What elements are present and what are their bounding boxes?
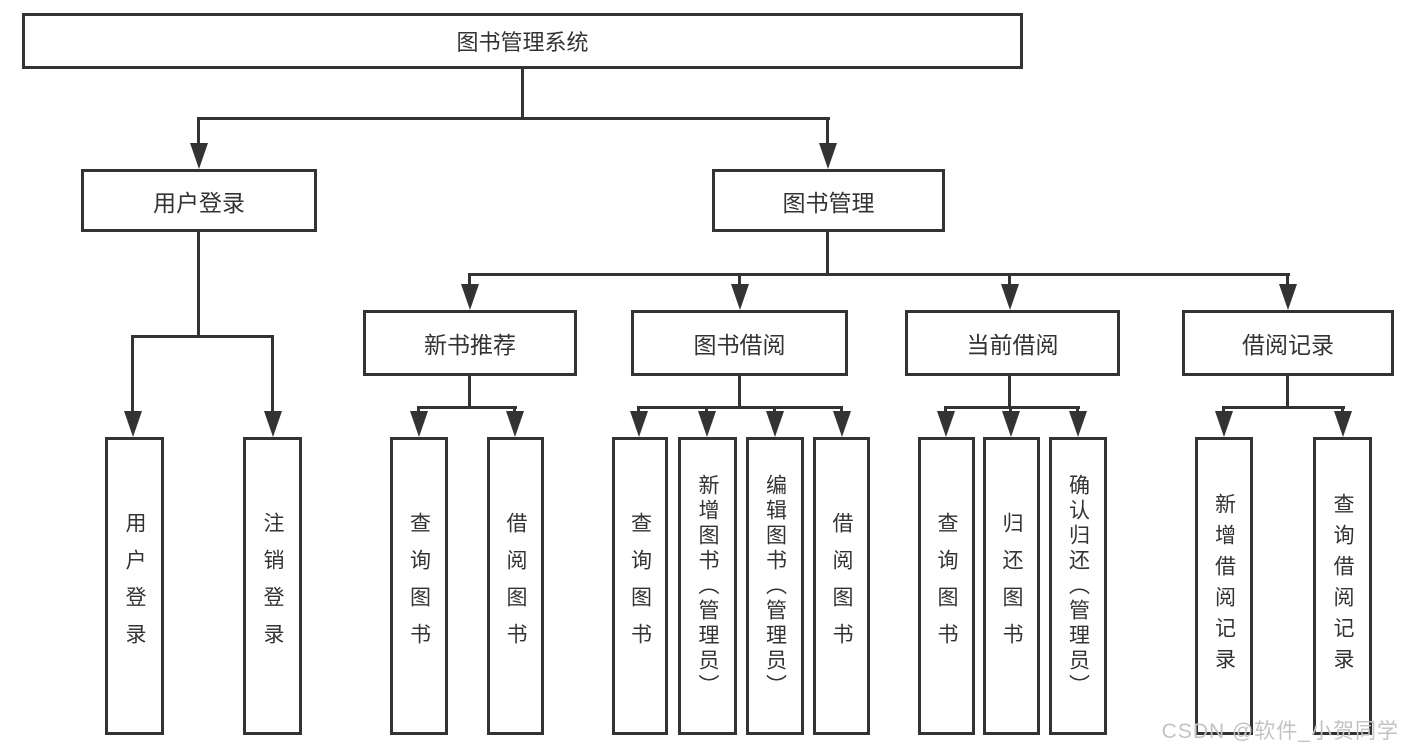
leaf-label: 借阅图书: [830, 512, 853, 660]
node-user-login: 用户登录: [81, 169, 317, 232]
connector-line: [1286, 273, 1289, 289]
arrow-down-icon: [833, 411, 851, 437]
node-borrow-records: 借阅记录: [1182, 310, 1394, 376]
node-leaf-user-login: 用户登录: [105, 437, 164, 735]
node-root: 图书管理系统: [22, 13, 1023, 69]
connector-line: [1008, 273, 1011, 289]
connector-line: [417, 406, 517, 409]
arrow-down-icon: [1002, 411, 1020, 437]
leaf-label: 查询图书: [628, 512, 652, 660]
arrow-down-icon: [630, 411, 648, 437]
node-leaf-logout-login: 注销登录: [243, 437, 302, 735]
arrow-down-icon: [264, 411, 282, 437]
arrow-down-icon: [1069, 411, 1087, 437]
leaf-label: 编辑图书（管理员）: [763, 473, 787, 699]
leaf-label: 确认归还（管理员）: [1066, 473, 1090, 699]
leaf-label: 用户登录: [123, 512, 146, 660]
connector-line: [1222, 406, 1345, 409]
connector-line: [637, 406, 843, 409]
connector-line: [197, 117, 830, 120]
node-new-book-recommend: 新书推荐: [363, 310, 577, 376]
arrow-down-icon: [766, 411, 784, 437]
connector-line: [738, 273, 741, 289]
connector-line: [826, 232, 829, 275]
node-leaf-edit-book-admin: 编辑图书（管理员）: [746, 437, 804, 735]
connector-line: [468, 376, 471, 409]
arrow-down-icon: [1334, 411, 1352, 437]
leaf-label: 查询借阅记录: [1331, 493, 1354, 679]
connector-line: [197, 117, 200, 147]
connector-line: [521, 69, 524, 119]
csdn-watermark: CSDN @软件_小贺同学: [1161, 720, 1399, 743]
node-leaf-query-borrow-record: 查询借阅记录: [1313, 437, 1372, 735]
arrow-down-icon: [506, 411, 524, 437]
leaf-label: 新增借阅记录: [1212, 493, 1236, 679]
node-leaf-borrow-book-recommend: 借阅图书: [487, 437, 544, 735]
connector-line: [1286, 376, 1289, 409]
leaf-label: 注销登录: [261, 512, 284, 660]
connector-line: [468, 273, 471, 289]
leaf-label: 借阅图书: [504, 512, 527, 660]
arrow-down-icon: [731, 284, 749, 310]
arrow-down-icon: [1001, 284, 1019, 310]
arrow-down-icon: [124, 411, 142, 437]
connector-line: [944, 406, 1080, 409]
connector-line: [468, 273, 1290, 276]
connector-line: [197, 232, 200, 338]
leaf-label: 归还图书: [1000, 512, 1023, 660]
node-leaf-confirm-return-admin: 确认归还（管理员）: [1049, 437, 1107, 735]
leaf-label: 查询图书: [407, 512, 431, 660]
connector-line: [1008, 376, 1011, 409]
arrow-down-icon: [1215, 411, 1233, 437]
node-current-borrowing: 当前借阅: [905, 310, 1120, 376]
arrow-down-icon: [1279, 284, 1297, 310]
node-leaf-query-book-current: 查询图书: [918, 437, 975, 735]
connector-line: [131, 335, 274, 338]
leaf-label: 查询图书: [935, 512, 958, 660]
leaf-label: 新增图书（管理员）: [696, 473, 719, 699]
arrow-down-icon: [698, 411, 716, 437]
arrow-down-icon: [937, 411, 955, 437]
connector-line: [738, 376, 741, 409]
node-leaf-add-book-admin: 新增图书（管理员）: [678, 437, 737, 735]
node-leaf-query-book-borrowing: 查询图书: [612, 437, 668, 735]
node-book-borrowing: 图书借阅: [631, 310, 848, 376]
node-leaf-query-book-recommend: 查询图书: [390, 437, 448, 735]
connector-line: [271, 335, 274, 415]
node-leaf-add-borrow-record: 新增借阅记录: [1195, 437, 1253, 735]
arrow-down-icon: [410, 411, 428, 437]
arrow-down-icon: [819, 143, 837, 169]
node-leaf-return-book: 归还图书: [983, 437, 1040, 735]
node-book-management: 图书管理: [712, 169, 945, 232]
connector-line: [826, 117, 829, 147]
arrow-down-icon: [190, 143, 208, 169]
arrow-down-icon: [461, 284, 479, 310]
node-leaf-borrow-book-borrowing: 借阅图书: [813, 437, 870, 735]
connector-line: [131, 335, 134, 415]
